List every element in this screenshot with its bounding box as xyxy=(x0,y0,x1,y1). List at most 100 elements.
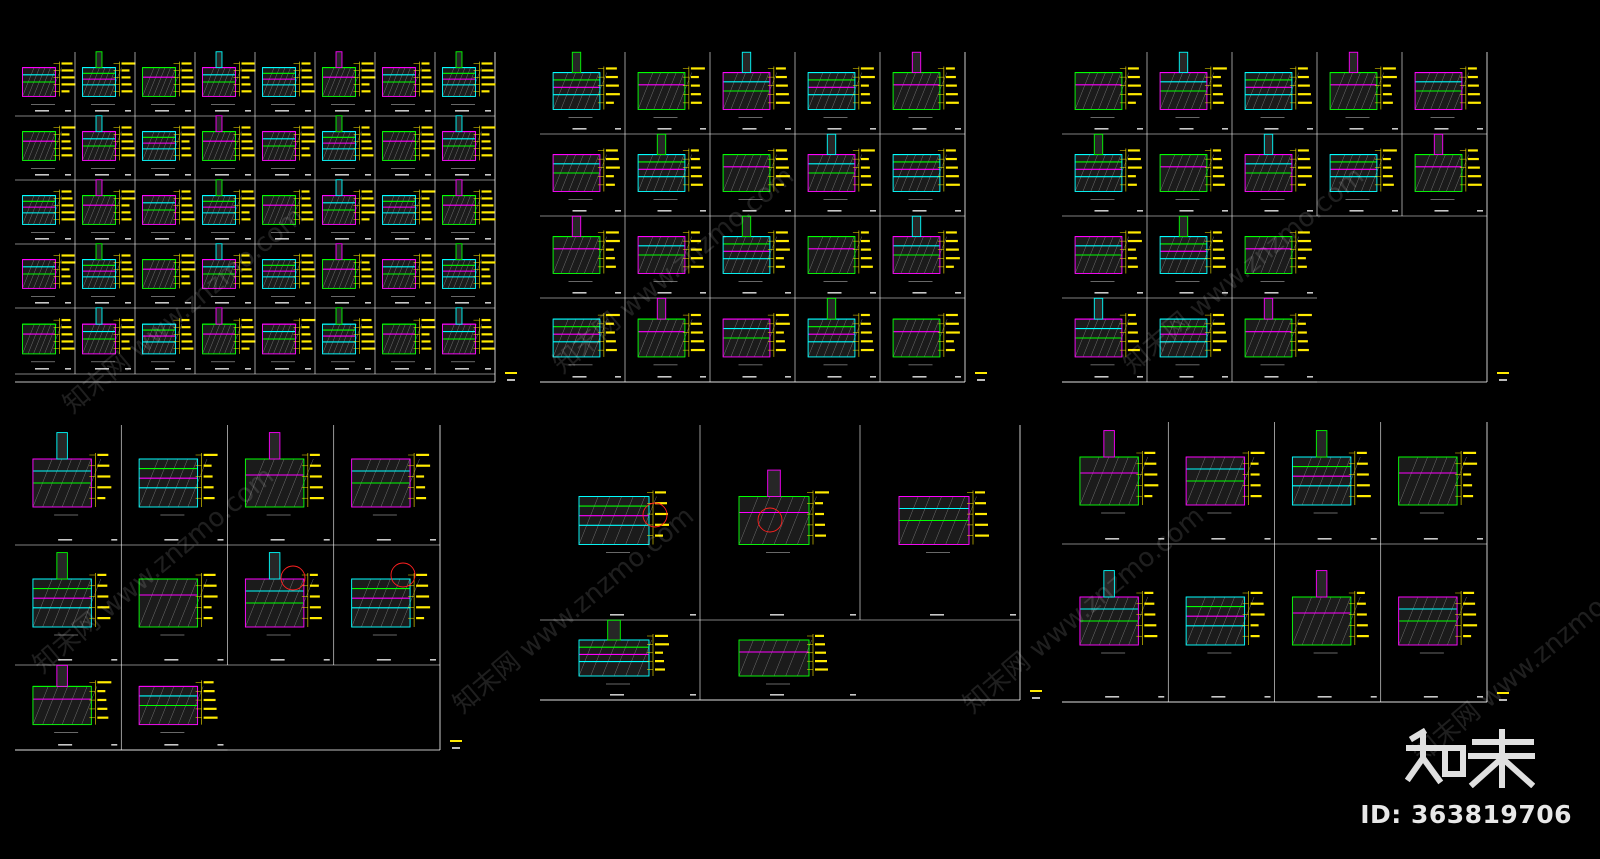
detail-cell[interactable] xyxy=(32,664,118,746)
detail-cell[interactable] xyxy=(32,432,118,541)
detail-cell[interactable] xyxy=(807,230,876,294)
detail-cell[interactable] xyxy=(1185,591,1271,698)
detail-cell[interactable] xyxy=(1074,297,1143,378)
detail-cell[interactable] xyxy=(1414,133,1483,212)
detail-cell[interactable] xyxy=(552,148,621,212)
detail-cell[interactable] xyxy=(322,179,376,240)
detail-cell[interactable] xyxy=(442,51,496,112)
detail-cell[interactable] xyxy=(738,469,856,616)
detail-cell[interactable] xyxy=(722,51,791,130)
detail-cell[interactable] xyxy=(202,115,255,176)
detail-cell[interactable] xyxy=(442,179,496,240)
detail-cell[interactable] xyxy=(262,125,316,176)
detail-cell[interactable] xyxy=(722,215,791,294)
detail-cell[interactable] xyxy=(22,125,76,176)
detail-cell[interactable] xyxy=(82,115,136,176)
detail-cell[interactable] xyxy=(244,432,330,541)
detail-cell[interactable] xyxy=(322,51,376,112)
detail-cell[interactable] xyxy=(1074,66,1143,130)
detail-cell[interactable] xyxy=(1244,297,1313,378)
detail-cell[interactable] xyxy=(1329,51,1398,130)
detail-cell[interactable] xyxy=(82,243,135,304)
detail-cell[interactable] xyxy=(82,51,136,112)
detail-callout[interactable] xyxy=(757,507,783,533)
detail-cell[interactable] xyxy=(1398,591,1483,698)
detail-cell[interactable] xyxy=(138,453,224,541)
detail-cell[interactable] xyxy=(442,307,495,370)
drawing-sheet-4[interactable] xyxy=(15,425,462,751)
detail-cell[interactable] xyxy=(1159,313,1228,378)
detail-cell[interactable] xyxy=(637,230,706,294)
detail-cell[interactable] xyxy=(142,318,194,370)
drawing-sheet-6[interactable] xyxy=(1062,422,1509,703)
detail-cell[interactable] xyxy=(351,573,436,661)
detail-cell[interactable] xyxy=(382,125,436,176)
detail-cell[interactable] xyxy=(1159,215,1228,294)
detail-cell[interactable] xyxy=(892,313,961,378)
detail-cell[interactable] xyxy=(202,243,254,304)
detail-cell[interactable] xyxy=(637,66,706,130)
detail-cell[interactable] xyxy=(382,61,434,112)
detail-cell[interactable] xyxy=(892,51,961,130)
detail-cell[interactable] xyxy=(22,253,76,304)
detail-cell[interactable] xyxy=(1244,133,1313,212)
detail-cell[interactable] xyxy=(807,297,876,378)
detail-cell[interactable] xyxy=(442,115,496,176)
detail-cell[interactable] xyxy=(892,215,961,294)
detail-cell[interactable] xyxy=(322,243,376,304)
detail-cell[interactable] xyxy=(1244,66,1313,130)
detail-cell[interactable] xyxy=(382,253,436,304)
detail-cell[interactable] xyxy=(82,179,136,240)
detail-cell[interactable] xyxy=(262,189,314,240)
detail-cell[interactable] xyxy=(722,313,791,378)
detail-cell[interactable] xyxy=(382,318,436,370)
detail-cell[interactable] xyxy=(322,307,376,370)
detail-cell[interactable] xyxy=(807,133,876,212)
detail-cell[interactable] xyxy=(1414,66,1483,130)
detail-cell[interactable] xyxy=(202,179,256,240)
detail-cell[interactable] xyxy=(22,61,76,112)
drawing-sheet-5[interactable] xyxy=(540,425,1042,701)
detail-cell[interactable] xyxy=(142,253,196,304)
detail-cell[interactable] xyxy=(142,189,195,240)
drawing-sheet-3[interactable] xyxy=(1062,51,1509,383)
detail-cell[interactable] xyxy=(138,573,224,661)
detail-cell[interactable] xyxy=(1244,230,1313,294)
detail-cell[interactable] xyxy=(637,297,706,378)
detail-cell[interactable] xyxy=(322,115,374,176)
detail-cell[interactable] xyxy=(1079,430,1165,540)
drawing-sheet-1[interactable] xyxy=(15,51,517,383)
detail-cell[interactable] xyxy=(82,307,136,370)
detail-cell[interactable] xyxy=(898,490,1016,616)
detail-cell[interactable] xyxy=(351,453,436,541)
detail-cell[interactable] xyxy=(142,61,196,112)
detail-cell[interactable] xyxy=(738,634,856,696)
detail-cell[interactable] xyxy=(262,61,315,112)
detail-cell[interactable] xyxy=(1291,570,1377,698)
detail-cell[interactable] xyxy=(637,133,706,212)
detail-cell[interactable] xyxy=(382,189,436,240)
detail-cell[interactable] xyxy=(1159,148,1228,212)
detail-cell[interactable] xyxy=(262,253,316,304)
detail-cell[interactable] xyxy=(552,51,621,130)
detail-cell[interactable] xyxy=(1159,51,1228,130)
detail-cell[interactable] xyxy=(138,680,224,746)
detail-cell[interactable] xyxy=(202,307,256,370)
detail-cell[interactable] xyxy=(578,490,696,616)
detail-cell[interactable] xyxy=(552,215,621,294)
detail-cell[interactable] xyxy=(32,552,118,661)
detail-cell[interactable] xyxy=(578,619,696,696)
detail-cell[interactable] xyxy=(552,313,621,378)
detail-cell[interactable] xyxy=(22,318,75,370)
detail-cell[interactable] xyxy=(892,148,961,212)
detail-callout[interactable] xyxy=(642,502,668,528)
detail-callout[interactable] xyxy=(280,565,306,591)
detail-cell[interactable] xyxy=(262,318,316,370)
detail-cell[interactable] xyxy=(1074,133,1143,212)
detail-cell[interactable] xyxy=(442,243,496,304)
detail-cell[interactable] xyxy=(807,66,876,130)
detail-cell[interactable] xyxy=(142,125,196,176)
detail-cell[interactable] xyxy=(1074,230,1143,294)
detail-callout[interactable] xyxy=(390,562,416,588)
